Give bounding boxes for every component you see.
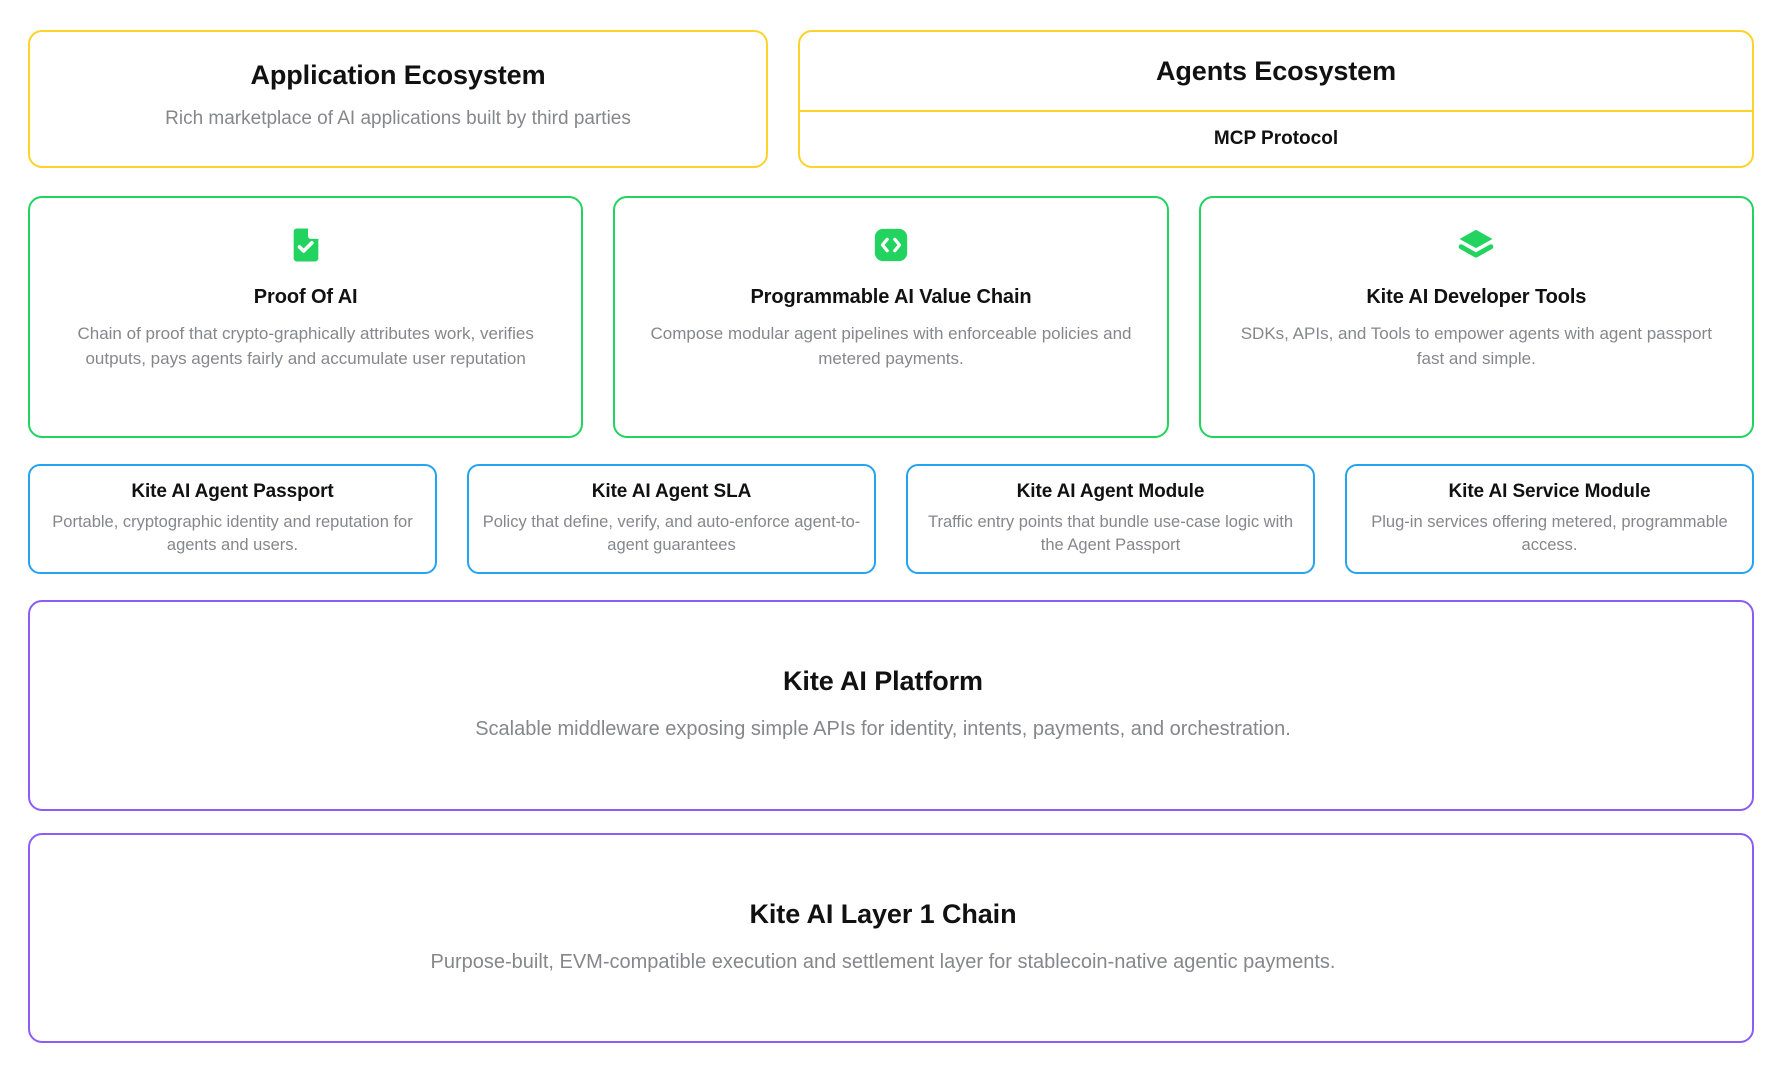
application-ecosystem-card[interactable]: Application Ecosystem Rich marketplace o…: [28, 30, 768, 168]
document-check-icon: [293, 228, 319, 262]
layer-card-kite-ai-platform[interactable]: Kite AI Platform Scalable middleware exp…: [28, 600, 1754, 811]
pillar-card-programmable-ai-value-chain[interactable]: Programmable AI Value Chain Compose modu…: [613, 196, 1169, 438]
pillar-card-proof-of-ai[interactable]: Proof Of AI Chain of proof that crypto-g…: [28, 196, 584, 438]
pillar-card-kite-ai-developer-tools[interactable]: Kite AI Developer Tools SDKs, APIs, and …: [1198, 196, 1754, 438]
module-card-kite-ai-agent-passport[interactable]: Kite AI Agent Passport Portable, cryptog…: [28, 464, 437, 574]
module-description: Portable, cryptographic identity and rep…: [52, 512, 413, 554]
module-description: Plug-in services offering metered, progr…: [1371, 512, 1728, 554]
pillar-title: Programmable AI Value Chain: [750, 286, 1032, 308]
modules-row: Kite AI Agent Passport Portable, cryptog…: [28, 464, 1754, 574]
agents-ecosystem-title: Agents Ecosystem: [1156, 55, 1396, 86]
module-description: Policy that define, verify, and auto-enf…: [482, 512, 861, 554]
layer-card-kite-ai-layer-1-chain[interactable]: Kite AI Layer 1 Chain Purpose-built, EVM…: [28, 832, 1754, 1043]
module-title: Kite AI Agent Passport: [131, 480, 334, 502]
mcp-protocol-section[interactable]: MCP Protocol: [800, 112, 1752, 166]
module-description: Traffic entry points that bundle use-cas…: [927, 512, 1294, 554]
code-brackets-icon: [874, 228, 908, 262]
agents-ecosystem-card[interactable]: Agents Ecosystem MCP Protocol: [798, 30, 1754, 168]
pillar-description: Chain of proof that crypto-graphically a…: [77, 324, 534, 368]
module-card-kite-ai-agent-sla[interactable]: Kite AI Agent SLA Policy that define, ve…: [467, 464, 876, 574]
mcp-protocol-label: MCP Protocol: [1213, 128, 1339, 149]
pillar-description: Compose modular agent pipelines with enf…: [650, 324, 1132, 368]
module-title: Kite AI Service Module: [1448, 480, 1651, 502]
pillars-row: Proof Of AI Chain of proof that crypto-g…: [28, 196, 1754, 438]
pillar-description: SDKs, APIs, and Tools to empower agents …: [1240, 324, 1712, 368]
pillar-title: Proof Of AI: [253, 286, 358, 308]
pillar-title: Kite AI Developer Tools: [1366, 286, 1587, 308]
module-card-kite-ai-agent-module[interactable]: Kite AI Agent Module Traffic entry point…: [906, 464, 1315, 574]
ecosystem-row: Application Ecosystem Rich marketplace o…: [28, 30, 1754, 168]
layer-description: Scalable middleware exposing simple APIs…: [475, 718, 1291, 741]
layers-icon: [1458, 229, 1494, 258]
layer-title: Kite AI Layer 1 Chain: [749, 898, 1017, 929]
layer-description: Purpose-built, EVM-compatible execution …: [430, 950, 1336, 973]
module-title: Kite AI Agent Module: [1016, 480, 1205, 502]
module-title: Kite AI Agent SLA: [591, 480, 752, 502]
layer-title: Kite AI Platform: [783, 666, 983, 697]
application-ecosystem-title: Application Ecosystem: [250, 59, 546, 90]
agents-ecosystem-header: Agents Ecosystem: [800, 32, 1752, 112]
application-ecosystem-description: Rich marketplace of AI applications buil…: [165, 107, 631, 129]
module-card-kite-ai-service-module[interactable]: Kite AI Service Module Plug-in services …: [1345, 464, 1754, 574]
